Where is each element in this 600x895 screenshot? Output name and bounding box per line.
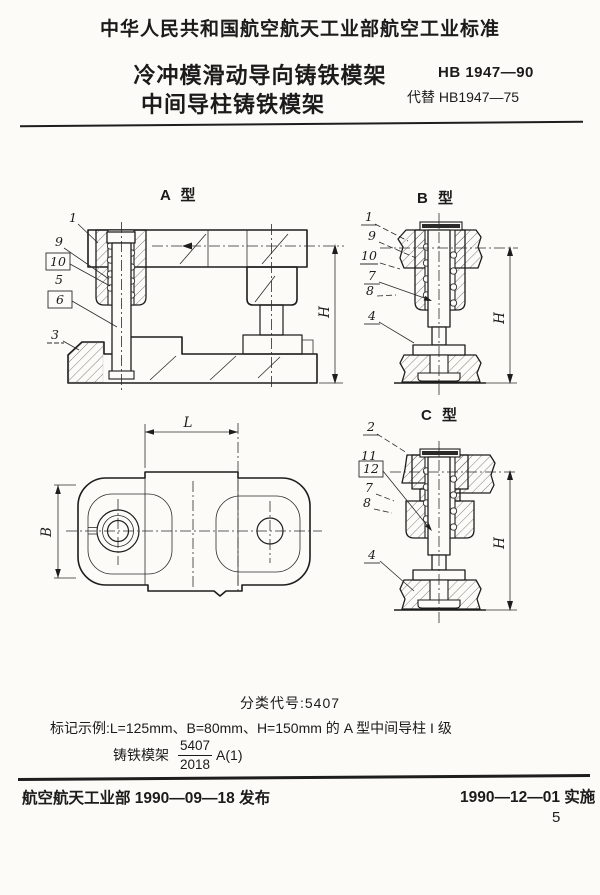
part-label: 1 (69, 210, 77, 225)
part-label: 12 (363, 461, 379, 476)
part-label: 10 (50, 254, 66, 269)
shank-clamp-block (242, 334, 303, 355)
part-label: 8 (363, 495, 371, 510)
superseded-standard: 代替 HB1947—75 (407, 89, 520, 105)
part-label: 1 (365, 209, 373, 224)
upper-die-shoe-outline (87, 229, 308, 268)
part-label: 3 (51, 327, 59, 342)
part-label: 9 (368, 228, 376, 243)
part-label: 4 (367, 547, 376, 562)
standard-header: 中华人民共和国航空航天工业部航空工业标准 (99, 19, 500, 40)
footer-divider-rule (17, 774, 591, 781)
shank-section-mark (254, 275, 276, 303)
dim-b-label: B (39, 527, 55, 538)
right-lobe-inner-contour (215, 495, 301, 573)
dim-l-label: L (183, 415, 193, 431)
view-title-type-a: A 型 (160, 187, 199, 204)
standard-number: HB 1947—90 (438, 64, 534, 81)
dimension-b: B (39, 484, 76, 579)
part-label: 5 (55, 272, 63, 287)
lower-die-shoe-outline (67, 336, 318, 384)
dimension-l: L (144, 415, 238, 468)
marking-example-intro: 标记示例:L=125mm、B=80mm、H=150mm 的 A 型中间导柱 I … (50, 720, 452, 736)
view-title-type-b: B 型 (417, 190, 457, 207)
shank-clamp-step (302, 339, 314, 354)
fraction-denominator: 2018 (180, 756, 211, 772)
die-set-plan-view-drawing: L B (39, 415, 322, 597)
part-label: 6 (56, 292, 64, 307)
title-divider-rule (20, 120, 583, 128)
issued-by-line: 航空航天工业部 1990—09—18 发布 (22, 790, 271, 807)
designation-fraction: 5407 2018 (178, 738, 213, 772)
effective-date-line: 1990—12—01 实施 (460, 789, 596, 806)
left-lobe-inner-contour (87, 493, 173, 575)
part-label: 7 (368, 268, 376, 283)
marking-example-designation: 铸铁模架 5407 2018 A(1) (113, 738, 243, 772)
part-label: 9 (55, 234, 63, 249)
marking-example-prefix: 铸铁模架 (113, 747, 169, 764)
lower-shoe-section-marks (149, 355, 281, 381)
dimension-h: H (484, 246, 517, 384)
part-callouts: 1 9 10 7 8 4 (360, 209, 432, 344)
part-callouts: 2 11 12 7 8 4 (358, 419, 432, 592)
part-label: 2 (366, 419, 375, 434)
dimension-h: H (484, 470, 517, 611)
dim-h-label: H (317, 306, 333, 319)
bottom-dish-washer (417, 372, 461, 382)
part-label: 4 (367, 308, 376, 323)
upper-shoe-section-marks (179, 233, 289, 265)
type-b-section-drawing: H 1 9 10 7 8 4 (360, 209, 518, 397)
type-c-section-drawing: H 2 11 12 7 8 4 (358, 419, 517, 623)
die-shank-block (246, 266, 298, 306)
dim-h-label: H (492, 537, 508, 550)
cap-dark-band (422, 224, 460, 228)
cap-dark-band (422, 451, 458, 455)
centerline-arrow (182, 242, 192, 250)
guide-post-head (106, 231, 136, 244)
shoe-outer-contour (77, 471, 311, 597)
marking-example-suffix: A(1) (216, 747, 243, 764)
part-callouts: 1 9 10 5 6 3 (45, 210, 118, 351)
lower-shoe-hatched-toe (68, 342, 104, 383)
dimension-h: H (317, 244, 343, 384)
part-label: 8 (366, 283, 374, 298)
classification-code: 分类代号:5407 (240, 695, 341, 711)
fraction-numerator: 5407 (178, 738, 213, 756)
part-label: 7 (365, 480, 373, 495)
document-title-line1: 冷冲模滑动导向铸铁模架 (133, 63, 387, 88)
dim-h-label: H (492, 312, 508, 325)
view-title-type-c: C 型 (421, 407, 461, 424)
ball-cage (422, 467, 458, 531)
page-number: 5 (552, 809, 561, 826)
part-label: 10 (361, 248, 377, 263)
part-label: 11 (361, 448, 377, 463)
type-a-section-drawing: H 1 9 10 5 6 3 (45, 210, 344, 392)
document-title-line2: 中间导柱铸铁模架 (140, 92, 325, 117)
